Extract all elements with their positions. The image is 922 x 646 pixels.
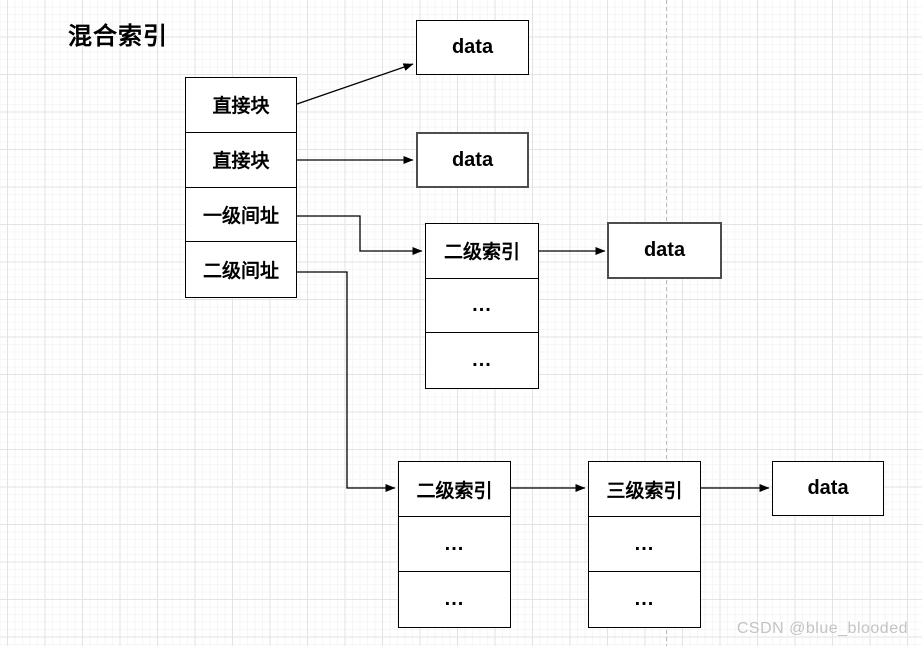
inode-row-single-indirect: 一级间址 (186, 188, 296, 243)
data-box-bottom: data (772, 461, 884, 516)
secondary-index-header: 二级索引 (426, 224, 538, 279)
tertiary-index-header: 三级索引 (589, 462, 700, 517)
secondary-index-bottom-ellipsis-2: ... (444, 588, 465, 610)
arrow-l1indirect-to-secondary-index (297, 215, 423, 255)
tertiary-index-ellipsis-1: ... (589, 517, 700, 572)
secondary-index-bottom-ellipsis-1: ... (399, 517, 510, 572)
tertiary-index-ellipsis-2: ... (634, 588, 655, 610)
inode-row-direct-block-2: 直接块 (186, 133, 296, 188)
data-box-top: data (416, 20, 529, 75)
secondary-index-bottom-header: 二级索引 (399, 462, 510, 517)
diagram-title: 混合索引 (68, 23, 168, 50)
watermark-text: CSDN @blue_blooded (736, 620, 908, 637)
tertiary-index-table: 三级索引 ... ... (588, 461, 701, 628)
secondary-index-ellipsis-2: ... (472, 349, 492, 372)
secondary-index-table-bottom: 二级索引 ... ... (398, 461, 511, 628)
secondary-index-ellipsis-1: ... (426, 279, 538, 334)
inode-table: 直接块 直接块 一级间址 二级间址 (185, 77, 297, 298)
arrow-directblock1-to-data-top (296, 63, 414, 105)
secondary-index-table-middle: 二级索引 ... ... (425, 223, 539, 389)
data-box-middle: data (607, 222, 722, 279)
inode-row-double-indirect: 二级间址 (202, 261, 279, 283)
data-box-second: data (416, 132, 529, 188)
inode-row-direct-block-1: 直接块 (186, 78, 296, 133)
arrow-l2indirect-to-secondary-index-bottom (297, 271, 396, 492)
